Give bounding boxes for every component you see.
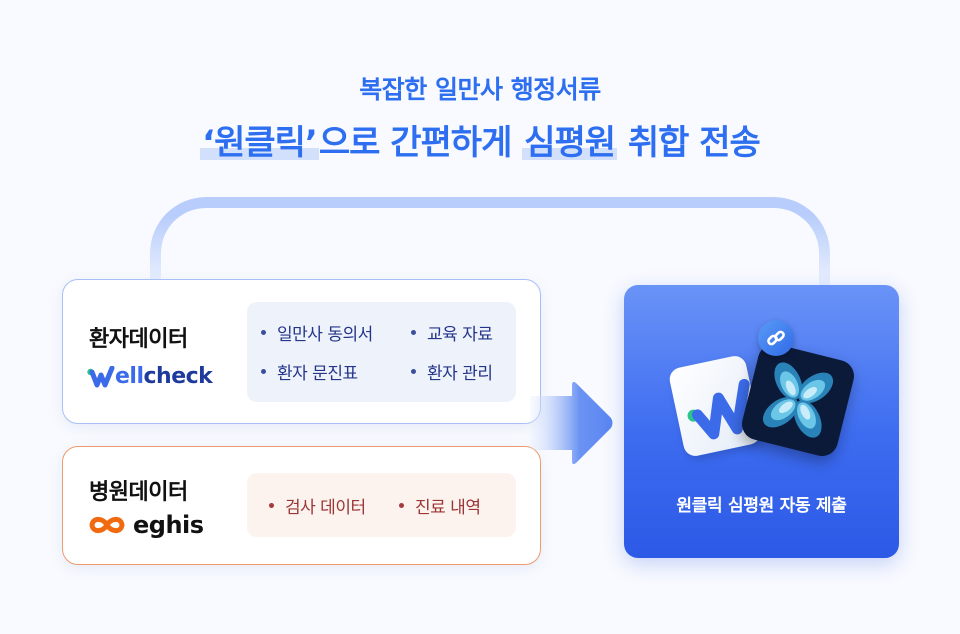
list-item: 진료 내역	[399, 493, 519, 518]
wellcheck-wordmark: ellcheck	[115, 364, 213, 389]
headline-text: 취합 전송	[617, 123, 761, 163]
headline-subtitle: 복잡한 일만사 행정서류	[359, 75, 601, 104]
bullet-icon	[399, 502, 404, 508]
headline-highlight-oneclick: ‘원클릭’	[200, 123, 319, 163]
bullet-icon	[411, 330, 416, 335]
patient-data-title: 환자데이터	[89, 327, 188, 352]
eghis-wordmark: eghis	[133, 511, 204, 539]
wellcheck-app-icon	[667, 353, 763, 459]
auto-submit-card: 원클릭 심평원 자동 제출	[624, 285, 899, 558]
list-item: 환자 문진표	[261, 359, 411, 384]
list-item: 교육 자료	[411, 320, 521, 345]
bullet-icon	[269, 502, 274, 508]
wellcheck-logo: ellcheck	[87, 364, 213, 389]
bullet-icon	[261, 369, 266, 374]
headline-title: ‘원클릭’으로 간편하게 심평원 취합 전송	[0, 115, 960, 164]
hira-app-icon	[738, 340, 858, 460]
hospital-data-card: 병원데이터 eghis 검사 데이터 진료 내역	[62, 446, 541, 565]
link-icon	[758, 320, 794, 356]
eghis-logo: eghis	[87, 511, 204, 539]
bullet-icon	[261, 330, 266, 335]
auto-submit-label: 원클릭 심평원 자동 제출	[676, 496, 847, 516]
headline-highlight-hira: 심평원	[522, 123, 618, 163]
eghis-infinity-icon	[89, 516, 125, 534]
list-item: 검사 데이터	[269, 493, 399, 518]
hospital-data-items: 검사 데이터 진료 내역	[247, 473, 516, 537]
wellcheck-w-icon	[87, 365, 115, 387]
patient-data-items: 일만사 동의서 교육 자료 환자 문진표 환자 관리	[247, 302, 516, 402]
flow-arrow-icon	[530, 381, 613, 465]
hospital-data-title: 병원데이터	[89, 480, 188, 505]
bullet-icon	[411, 369, 416, 374]
patient-data-card: 환자데이터 ellcheck 일만사 동의서 교육 자료 환자 문진표 환자 관…	[62, 279, 541, 424]
list-item: 일만사 동의서	[261, 320, 411, 345]
headline-text: 으로 간편하게	[318, 123, 523, 163]
list-item: 환자 관리	[411, 359, 521, 384]
